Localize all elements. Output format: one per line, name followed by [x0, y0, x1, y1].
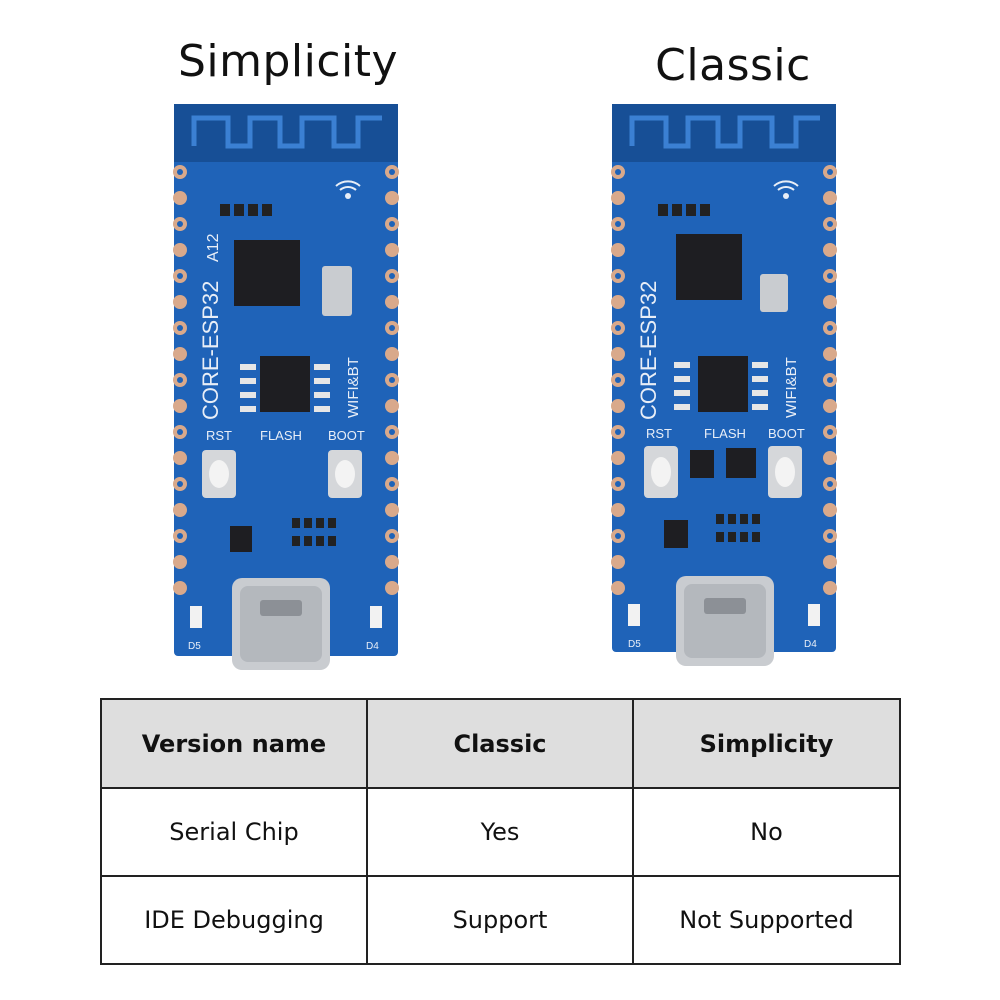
classic-title: Classic — [655, 40, 811, 91]
wireless-silkscreen: WIFI&BT — [345, 357, 362, 418]
led-right-label: D4 — [366, 641, 379, 652]
version-comparison-table: Version name Classic Simplicity Serial C… — [100, 698, 901, 965]
row-ide-debugging-simplicity: Not Supported — [632, 875, 901, 965]
header-classic: Classic — [366, 698, 634, 789]
simplicity-title: Simplicity — [177, 36, 399, 87]
header-version-name: Version name — [100, 698, 368, 789]
led-left-label: D5 — [188, 641, 201, 652]
rst-label: RST — [206, 428, 232, 443]
rst-label: RST — [646, 426, 672, 441]
table-row: IDE Debugging Support Not Supported — [100, 875, 901, 965]
led-left-label: D5 — [628, 639, 641, 650]
header-simplicity: Simplicity — [632, 698, 901, 789]
classic-board-image: CORE-ESP32 WIFI&BT RST FLASH BOOT D5 D4 — [606, 100, 842, 668]
led-right-label: D4 — [804, 639, 817, 650]
row-ide-debugging-classic: Support — [366, 875, 634, 965]
row-serial-chip-simplicity: No — [632, 787, 901, 877]
flash-label: FLASH — [260, 428, 302, 443]
simplicity-board-image: CORE-ESP32 A12 WIFI&BT RST FLASH BOOT D5… — [168, 100, 404, 672]
boot-label: BOOT — [768, 426, 805, 441]
revision-silkscreen: A12 — [205, 233, 222, 262]
wireless-silkscreen: WIFI&BT — [783, 357, 800, 418]
table-row: Serial Chip Yes No — [100, 787, 901, 877]
table-header-row: Version name Classic Simplicity — [100, 698, 901, 789]
row-serial-chip-classic: Yes — [366, 787, 634, 877]
row-ide-debugging-label: IDE Debugging — [100, 875, 368, 965]
module-silkscreen: CORE-ESP32 — [636, 281, 661, 420]
flash-label: FLASH — [704, 426, 746, 441]
boot-label: BOOT — [328, 428, 365, 443]
module-silkscreen: CORE-ESP32 — [198, 281, 223, 420]
row-serial-chip-label: Serial Chip — [100, 787, 368, 877]
